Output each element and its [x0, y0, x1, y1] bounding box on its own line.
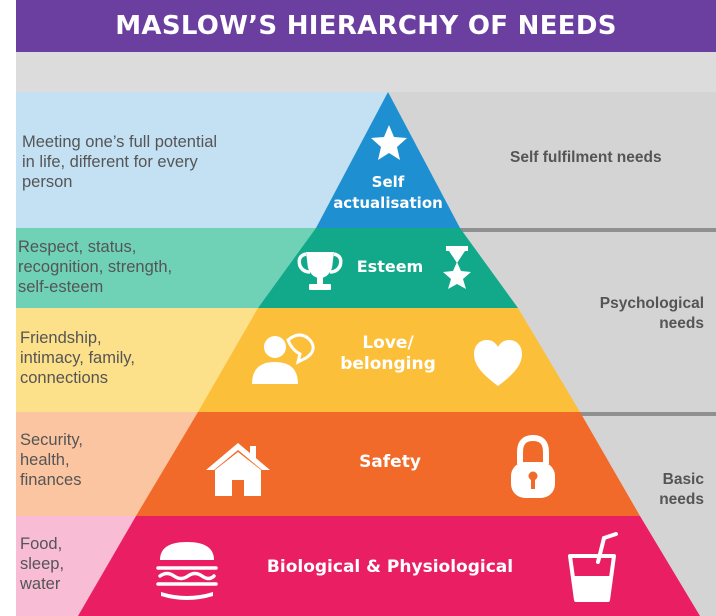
needs-group-line: Self fulfilment needs — [510, 149, 662, 166]
pyramid-level-self-actualisation — [316, 92, 460, 228]
level-label-love-belonging: Love/ belonging — [318, 333, 458, 375]
burger-icon — [156, 542, 218, 600]
level-label-line: Self — [371, 173, 405, 191]
needs-group-psychological: Psychological needs — [600, 294, 704, 334]
description-safety: Security, health, finances — [20, 430, 83, 490]
level-label-line: Biological & Physiological — [266, 557, 514, 577]
needs-group-basic: Basic needs — [659, 470, 704, 510]
level-label-line: belonging — [340, 354, 436, 374]
level-label-biological: Biological & Physiological — [240, 557, 540, 578]
description-line: sleep, — [20, 555, 65, 573]
needs-group-self-fulfilment: Self fulfilment needs — [510, 148, 662, 168]
description-line: connections — [20, 369, 109, 387]
level-label-line: Safety — [359, 452, 421, 472]
description-line: Meeting one’s full potential — [22, 133, 218, 151]
description-line: Food, — [20, 535, 63, 553]
description-line: intimacy, family, — [20, 349, 135, 367]
needs-group-line: needs — [659, 491, 704, 508]
drink-icon — [568, 532, 618, 602]
house-icon — [206, 443, 270, 496]
needs-group-line: Psychological — [599, 295, 704, 312]
page-title: MASLOW’S HIERARCHY OF NEEDS — [16, 0, 716, 52]
pyramid-level-love-belonging — [198, 308, 580, 412]
person-icon — [252, 333, 315, 384]
level-label-esteem: Esteem — [330, 256, 450, 277]
description-line: person — [22, 173, 73, 191]
description-esteem: Respect, status, recognition, strength, … — [18, 237, 172, 297]
description-line: in life, different for every — [22, 153, 198, 171]
level-label-line: actualisation — [333, 194, 443, 212]
medal-icon — [443, 246, 471, 289]
description-line: health, — [20, 451, 70, 469]
lock-icon — [511, 434, 555, 498]
level-label-line: Esteem — [356, 257, 424, 276]
level-label-line: Love/ — [362, 333, 414, 353]
description-self-actualisation: Meeting one’s full potential in life, di… — [22, 132, 217, 192]
description-line: Security, — [20, 431, 83, 449]
level-label-safety: Safety — [330, 452, 450, 473]
description-line: Respect, status, — [18, 238, 137, 256]
group-separator — [388, 228, 716, 232]
description-line: recognition, strength, — [18, 258, 173, 276]
description-line: water — [20, 575, 61, 593]
pyramid-level-biological — [78, 516, 700, 616]
trophy-icon — [297, 252, 343, 290]
needs-group-line: Basic — [662, 471, 704, 488]
description-love-belonging: Friendship, intimacy, family, connection… — [20, 328, 135, 388]
star-icon — [371, 125, 407, 160]
description-biological: Food, sleep, water — [20, 534, 64, 594]
description-line: finances — [20, 471, 82, 489]
level-label-self-actualisation: Self actualisation — [318, 172, 458, 214]
heart-icon — [474, 340, 522, 386]
description-line: Friendship, — [20, 329, 102, 347]
needs-group-line: needs — [659, 315, 704, 332]
description-line: self-esteem — [18, 278, 104, 296]
header-spacer — [16, 52, 716, 92]
